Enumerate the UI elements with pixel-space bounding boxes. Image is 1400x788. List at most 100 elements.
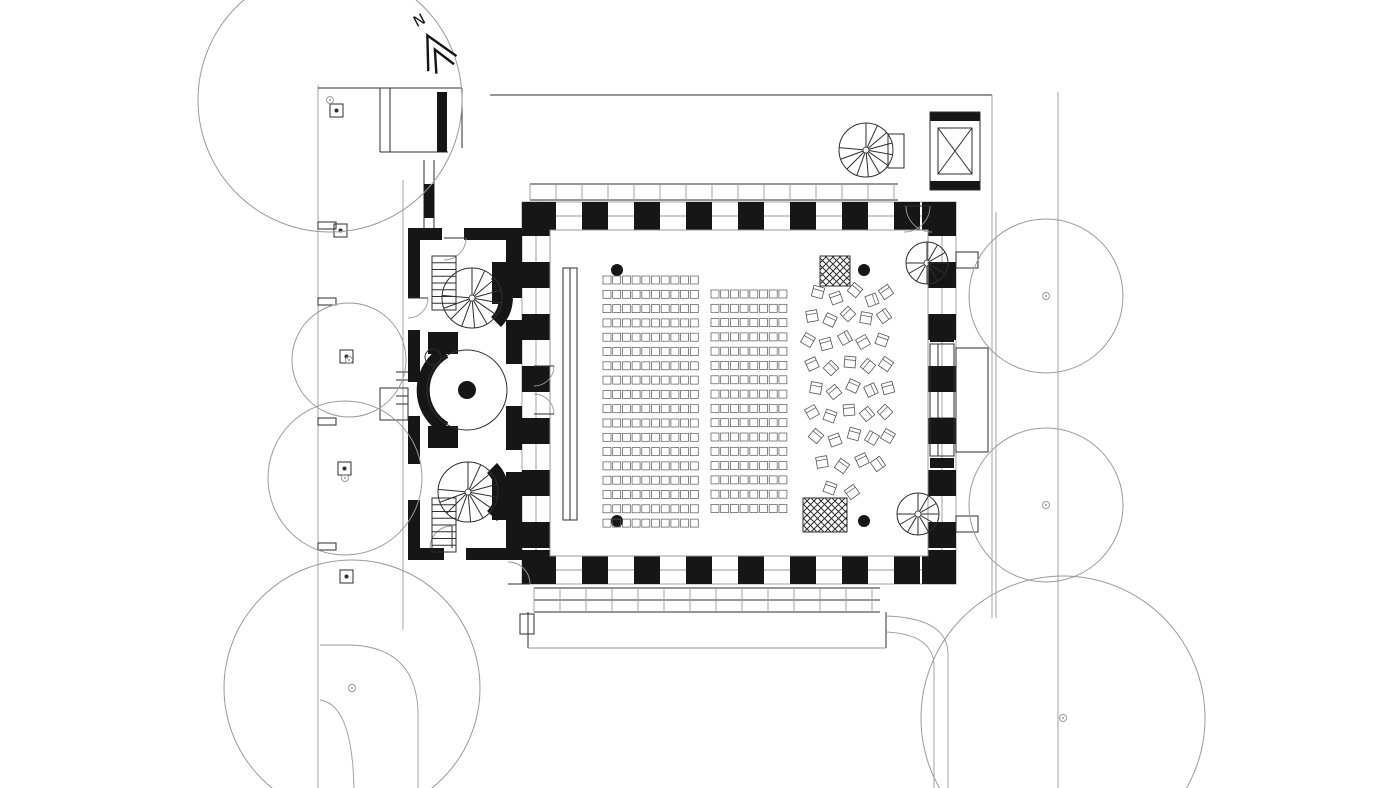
chair-back [849, 430, 860, 434]
seat [720, 332, 730, 342]
seat [670, 518, 680, 528]
column-dot [611, 515, 623, 527]
seat [631, 490, 641, 499]
poche-wall [464, 228, 522, 240]
seat [680, 418, 689, 428]
loose-chair [799, 331, 817, 349]
tree [223, 559, 481, 788]
auditorium-seating-layer [602, 275, 788, 528]
seat [768, 375, 778, 385]
seat [651, 518, 660, 528]
seat [778, 303, 788, 313]
seat-block [602, 275, 699, 528]
seat [778, 489, 788, 499]
seat [730, 418, 739, 428]
loose-chair [863, 382, 879, 398]
chair-back [829, 435, 840, 441]
loose-chair [876, 403, 894, 421]
seat [730, 318, 739, 327]
wall-pier [894, 556, 920, 584]
seat [660, 418, 670, 428]
seat [631, 361, 641, 371]
wall-pier [522, 262, 550, 288]
chair-back [820, 340, 831, 344]
wall-pier [634, 202, 660, 230]
seat [730, 332, 739, 342]
seat [612, 347, 622, 356]
seat [660, 504, 670, 514]
seat [612, 504, 622, 514]
seat [680, 390, 689, 399]
seat [680, 347, 689, 356]
wall-pier [582, 556, 608, 584]
seat [670, 432, 680, 442]
seat [759, 289, 768, 299]
seat [670, 504, 680, 514]
stair-tread [868, 142, 893, 150]
seat [749, 303, 759, 313]
stair-tread [899, 515, 916, 525]
seat [739, 375, 749, 385]
seat [730, 361, 739, 370]
seat [622, 375, 631, 385]
seat [651, 432, 660, 442]
seat [670, 347, 680, 356]
poche-wall [408, 228, 442, 240]
wall-pier [790, 556, 816, 584]
seat [660, 461, 670, 471]
poche-wall [408, 500, 420, 548]
seat [631, 332, 641, 342]
seat-row [602, 490, 699, 499]
seat [631, 404, 641, 414]
north-arrow: N [410, 10, 458, 74]
hall-walls-layer [408, 92, 980, 585]
fixture-dot [344, 354, 349, 359]
seat [778, 332, 788, 342]
seat [680, 432, 689, 442]
seat [759, 346, 768, 356]
stair-tread [920, 503, 937, 513]
seat [631, 432, 641, 442]
seat [749, 289, 759, 299]
seat-row [602, 318, 699, 328]
seat [689, 390, 699, 399]
chair-back [810, 384, 822, 388]
chair-back [882, 384, 893, 388]
stair-tread [474, 289, 502, 298]
stair-tread [467, 494, 472, 522]
poche-wall [466, 548, 522, 560]
chair-back [813, 288, 824, 292]
seat [720, 361, 730, 370]
hatch-line [838, 274, 850, 286]
seat [680, 332, 689, 342]
seat [660, 332, 670, 342]
seat [720, 346, 730, 356]
poche-wall [506, 320, 522, 364]
wall-pier [522, 470, 550, 496]
seat [730, 475, 739, 485]
tree-trunk [1042, 292, 1050, 300]
door-arc [507, 561, 531, 585]
seat [622, 361, 631, 371]
poche-wall [930, 181, 980, 190]
seat [680, 518, 689, 528]
seat [710, 489, 720, 499]
seat [759, 361, 768, 370]
chair-back [806, 407, 816, 414]
seat [602, 518, 612, 528]
poche-wall [408, 330, 420, 382]
seat [778, 375, 788, 385]
seat [602, 361, 612, 371]
seat [720, 418, 730, 428]
seat [612, 518, 622, 528]
seat [622, 347, 631, 356]
loose-chair [822, 359, 840, 377]
seat [778, 504, 788, 513]
hatch-line [838, 523, 847, 532]
stair-tread [867, 152, 880, 174]
seat [651, 304, 660, 313]
seat [730, 389, 739, 399]
seat [622, 275, 631, 285]
chair-back [828, 362, 837, 371]
seat [730, 289, 739, 299]
